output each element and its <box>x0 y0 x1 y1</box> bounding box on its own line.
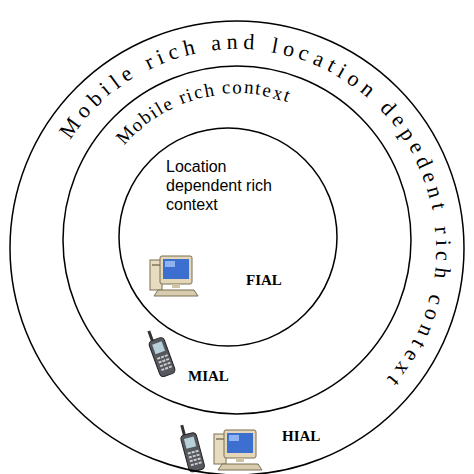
circle-outline <box>62 65 412 415</box>
context-label: Mobile rich context <box>62 65 412 415</box>
circle-outline <box>118 127 338 347</box>
layer-label: HIAL <box>282 428 320 445</box>
context-ring: Mobile rich and location depedent rich c… <box>9 20 465 474</box>
context-ring: Mobile rich contextLocation dependent ri… <box>62 65 412 415</box>
layer-label: MIAL <box>188 368 229 385</box>
circle-outline <box>10 21 464 474</box>
context-label: Location dependent rich context <box>166 157 291 215</box>
circle-outline <box>63 66 411 414</box>
context-circle: Location dependent rich context <box>118 127 338 347</box>
circle-outline <box>119 128 337 346</box>
layer-label: FIAL <box>246 272 282 289</box>
